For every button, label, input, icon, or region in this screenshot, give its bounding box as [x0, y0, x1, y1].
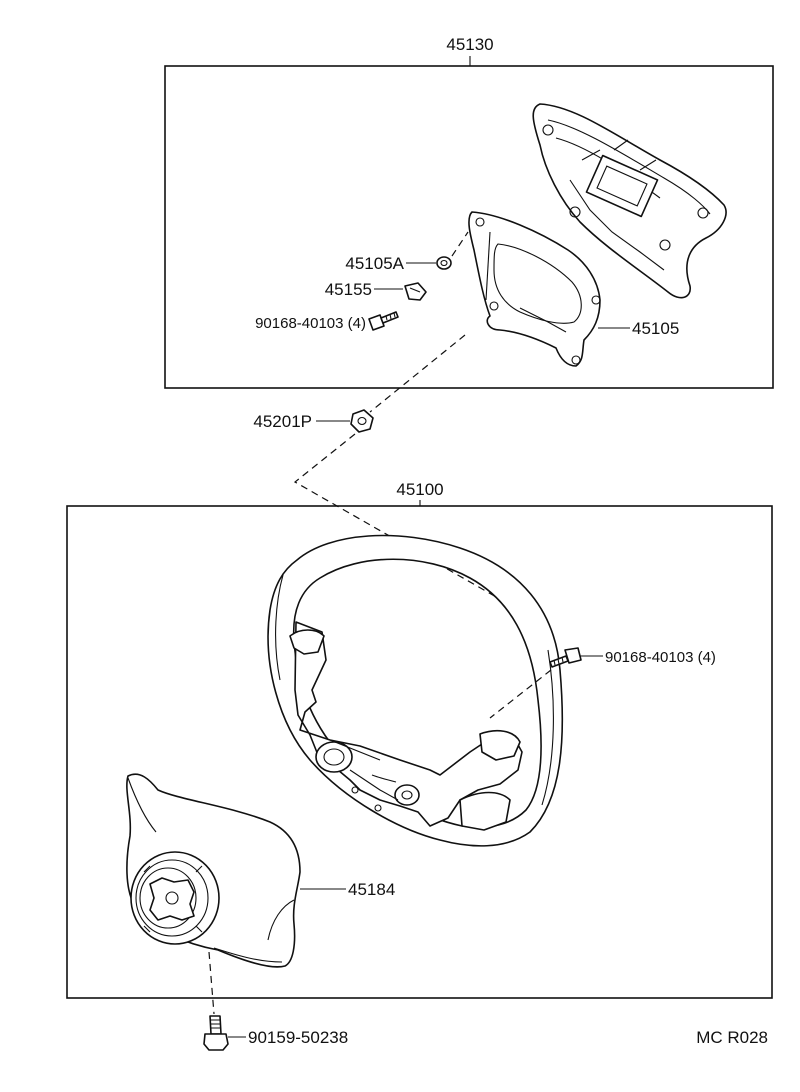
- bracket-45105: [468, 211, 601, 367]
- upper-assembly-box: [164, 65, 774, 389]
- label-screw-upper: 90168-40103 (4): [255, 315, 366, 332]
- dash-bottom-bolt: [208, 951, 215, 1015]
- wheel-assembly-box: [66, 505, 773, 999]
- bolt-bottom: [203, 1015, 229, 1051]
- dash-upper-to-45201P: [369, 334, 466, 413]
- nut-45105A: [436, 256, 452, 270]
- group-label-45100: 45100: [396, 480, 443, 499]
- dash-45105A: [451, 231, 469, 257]
- screw-upper: [368, 311, 399, 331]
- dash-screw-wheel: [489, 669, 552, 719]
- label-45201P: 45201P: [253, 412, 312, 431]
- steering-wheel: [267, 534, 564, 847]
- label-screw-wheel: 90168-40103 (4): [605, 649, 716, 666]
- pad-cover-upper: [532, 103, 727, 299]
- steering-pad-45184: [126, 773, 301, 968]
- label-bolt-bottom: 90159-50238: [248, 1028, 348, 1047]
- screw-wheel: [549, 647, 582, 668]
- nut-45201P: [350, 409, 374, 433]
- clip-45155: [404, 282, 427, 301]
- diagram-code: MC R028: [696, 1028, 768, 1047]
- group-label-45130: 45130: [446, 35, 493, 54]
- label-45105A: 45105A: [345, 254, 404, 273]
- label-45105: 45105: [632, 319, 679, 338]
- label-45184: 45184: [348, 880, 395, 899]
- label-45155: 45155: [325, 280, 372, 299]
